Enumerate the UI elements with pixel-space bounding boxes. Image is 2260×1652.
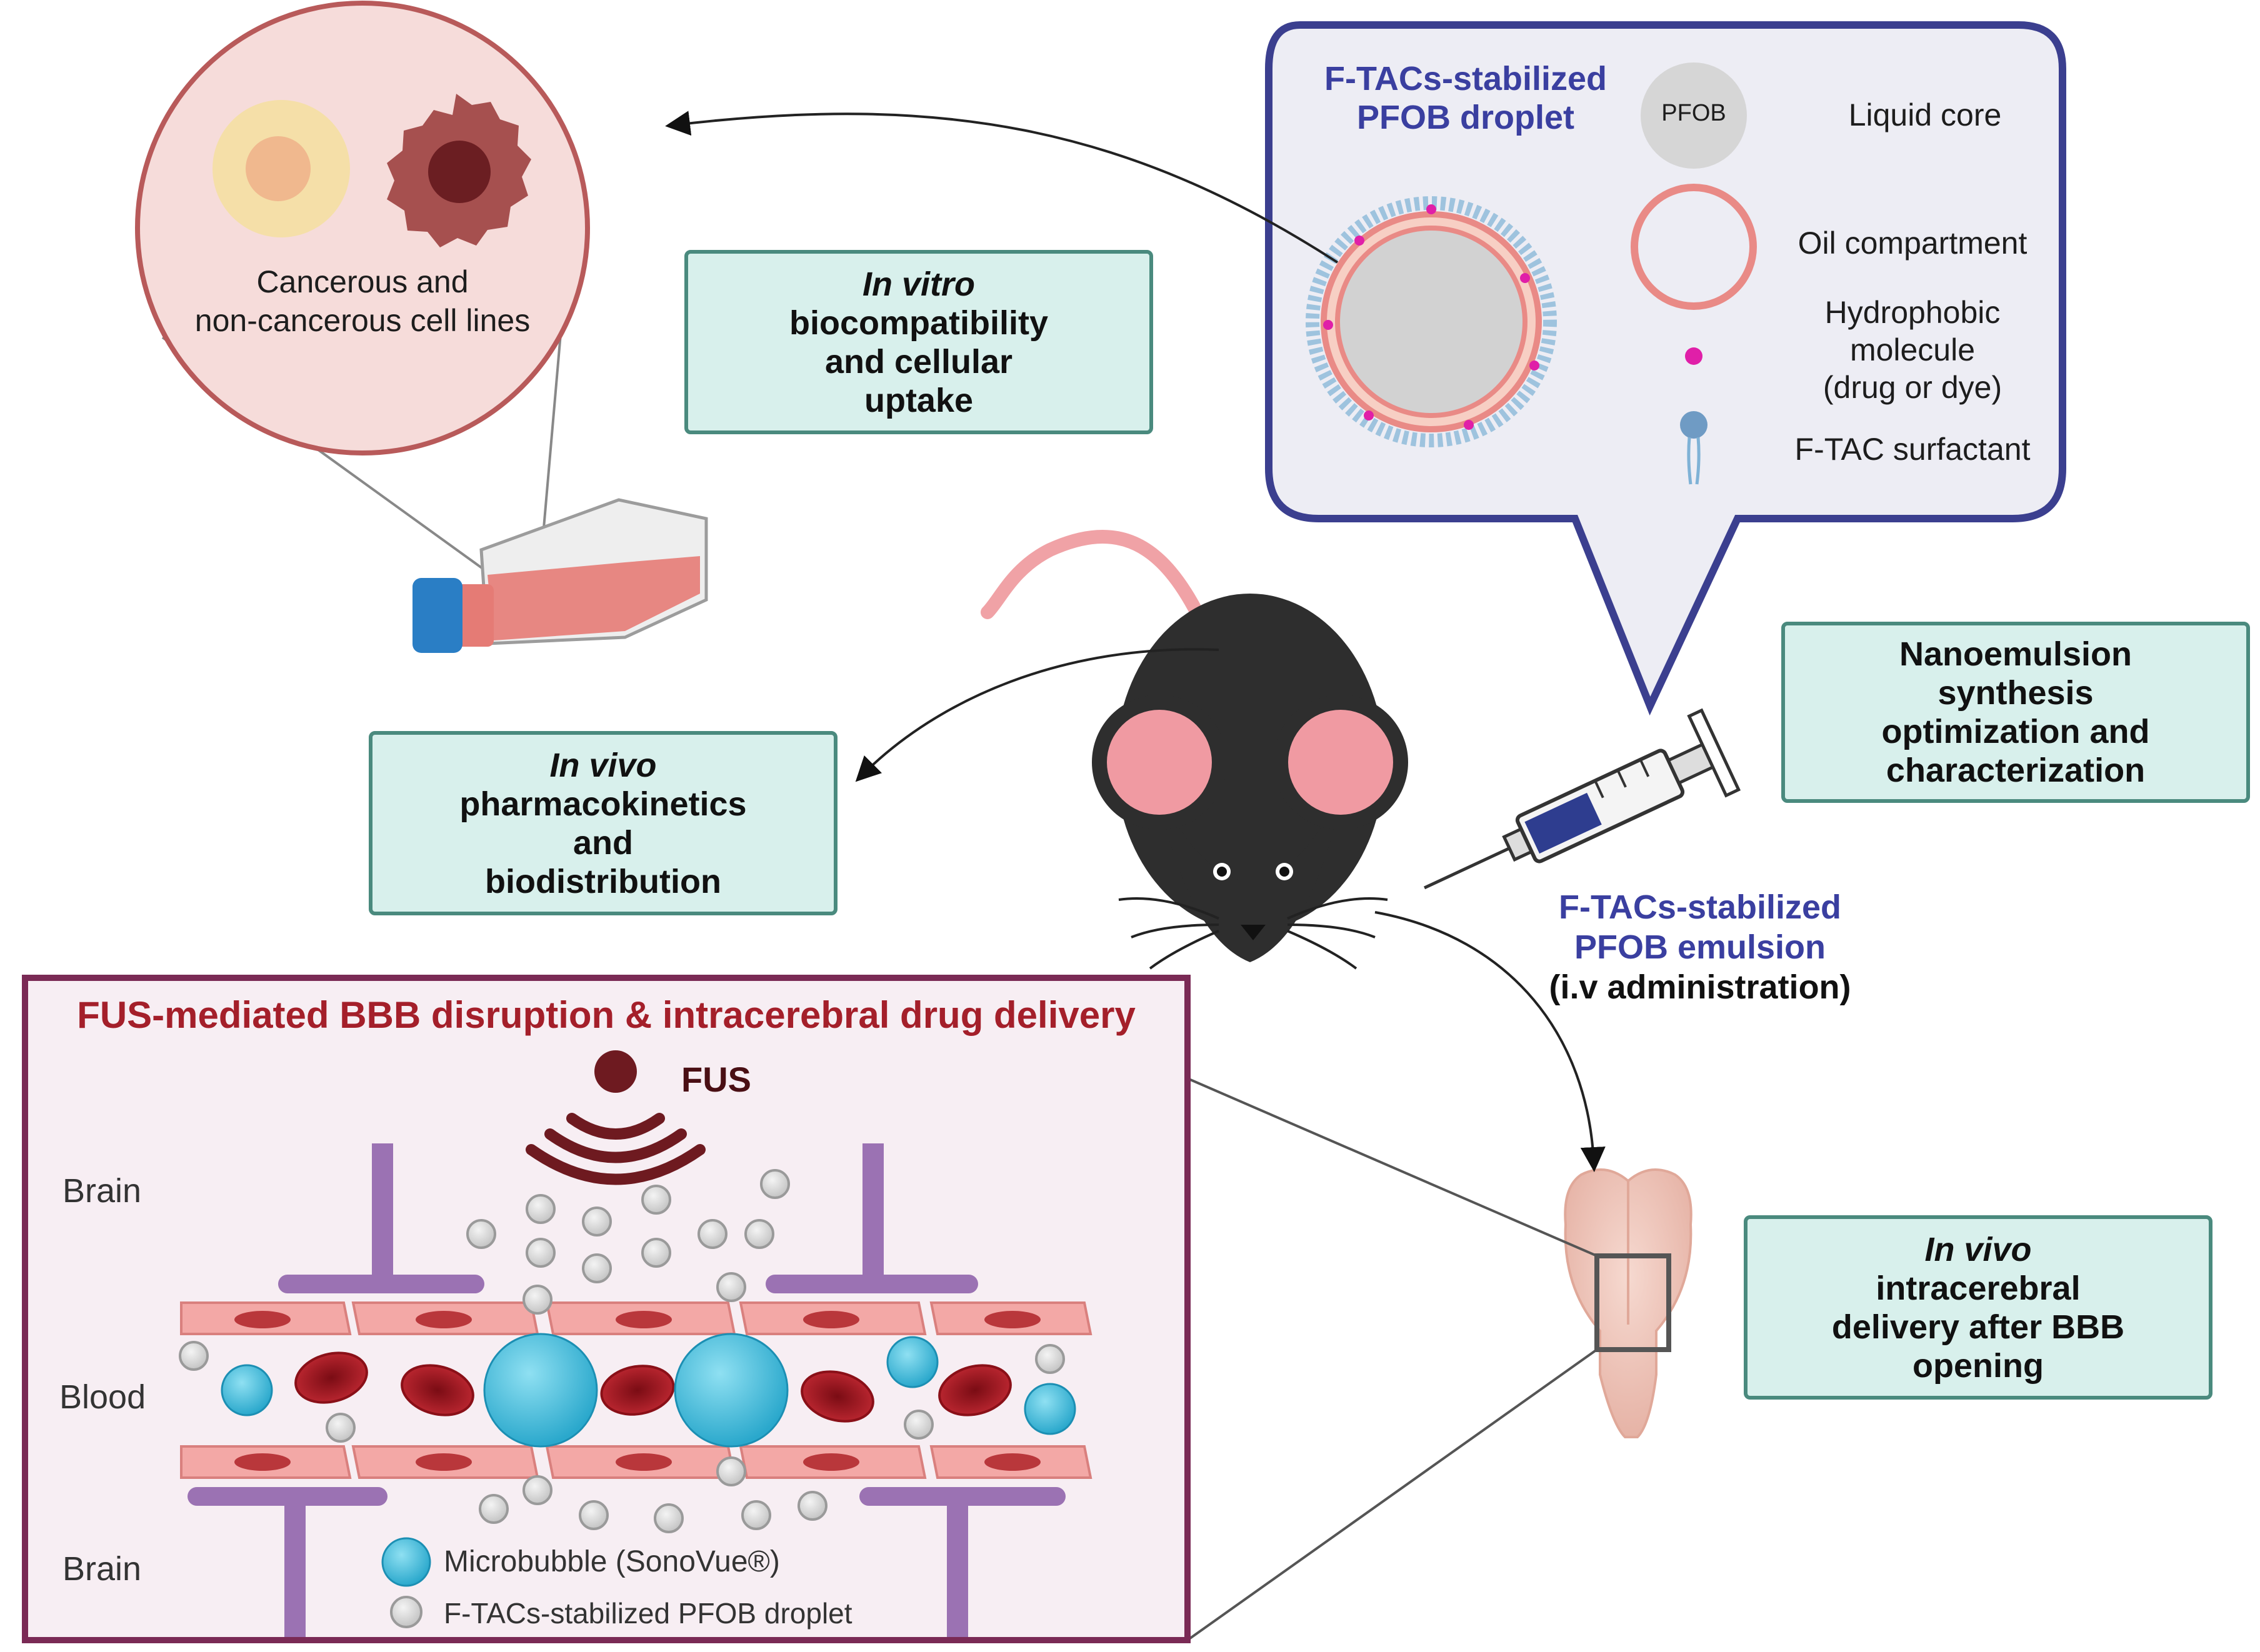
- brain-zoom-box: [1594, 1253, 1671, 1352]
- flask-cap-icon: [412, 578, 462, 653]
- in-vitro-italic: In vitro: [862, 265, 975, 303]
- astrocyte-feet-bottom: [188, 1487, 1066, 1637]
- nanoemulsion-line4: characterization: [1886, 752, 2146, 789]
- nanoemulsion-line2: synthesis: [1938, 674, 2094, 712]
- pfob-droplets: [179, 1169, 1065, 1628]
- droplet-illustration: [1306, 196, 1557, 447]
- legend-liquid-core: Liquid core: [1848, 97, 2002, 132]
- cells-circle: [135, 1, 590, 455]
- microbubbles: [221, 1333, 1076, 1587]
- endothelium-top: [180, 1301, 1092, 1335]
- mouse-illustration: [981, 530, 1408, 970]
- fus-label: FUS: [681, 1060, 751, 1099]
- speech-bubble-outline: [1265, 21, 2066, 716]
- pfob-core-label: PFOB: [1661, 100, 1726, 126]
- hydrophobic-line2: molecule: [1849, 332, 1976, 367]
- pfob-core-icon: [1641, 62, 1747, 169]
- nanoemulsion-line1: Nanoemulsion: [1899, 635, 2132, 673]
- arrow-to-brain: [1374, 911, 1606, 1172]
- cells-caption: Cancerous and non-cancerous cell lines: [162, 262, 562, 340]
- in-vivo-pk-italic: In vivo: [549, 746, 657, 784]
- nanoemulsion-box: Nanoemulsion synthesis optimization and …: [1781, 622, 2250, 803]
- cells-zoom: [135, 1, 590, 600]
- in-vivo-delivery-italic: In vivo: [1924, 1230, 2032, 1268]
- droplet-panel: [1265, 21, 2066, 716]
- legend-hydrophobic-molecule: Hydrophobic molecule (drug or dye): [1788, 294, 2038, 406]
- legend-microbubble-icon: [381, 1537, 431, 1587]
- brain-top-label: Brain: [62, 1172, 142, 1210]
- astrocyte-feet-top: [278, 1143, 978, 1293]
- arrow-to-in-vivo-pk: [855, 648, 1219, 782]
- syringe-illustration: [1423, 708, 1741, 890]
- in-vivo-pk-line3: and: [572, 824, 633, 862]
- in-vivo-pk-line4: biodistribution: [485, 862, 721, 900]
- brain-bottom-label: Brain: [62, 1550, 142, 1588]
- hydrophobic-line3: (drug or dye): [1822, 370, 2002, 405]
- in-vivo-delivery-box: In vivo intracerebral delivery after BBB…: [1744, 1215, 2212, 1400]
- emulsion-label: F-TACs-stabilized PFOB emulsion (i.v adm…: [1488, 887, 1912, 1007]
- in-vivo-delivery-line4: opening: [1912, 1346, 2044, 1385]
- oil-compartment-icon: [1631, 184, 1757, 310]
- in-vitro-box: In vitro biocompatibility and cellular u…: [684, 250, 1153, 434]
- fus-panel: [22, 975, 1191, 1643]
- hydrophobic-line1: Hydrophobic: [1824, 295, 2001, 330]
- legend-droplet-icon: [390, 1596, 422, 1628]
- emulsion-line1: F-TACs-stabilized: [1558, 888, 1841, 926]
- culture-flask: [412, 498, 708, 653]
- fus-transducer-icon: [594, 1050, 637, 1093]
- cells-caption-line1: Cancerous and: [256, 264, 469, 299]
- droplet-title-line2: PFOB droplet: [1357, 99, 1574, 136]
- in-vivo-pk-line2: pharmacokinetics: [459, 785, 747, 823]
- emulsion-line2: PFOB emulsion: [1574, 928, 1826, 966]
- blood-label: Blood: [59, 1378, 146, 1416]
- emulsion-line3: (i.v administration): [1549, 968, 1851, 1006]
- endothelium-bottom: [180, 1445, 1092, 1479]
- droplet-title: F-TACs-stabilized PFOB droplet: [1309, 59, 1622, 137]
- arrows: [665, 111, 1606, 1172]
- fus-panel-title: FUS-mediated BBB disruption & intracereb…: [77, 994, 1136, 1036]
- in-vivo-delivery-line2: intracerebral: [1876, 1269, 2081, 1307]
- red-blood-cells: [294, 1351, 1012, 1423]
- surfactant-icon: [1680, 411, 1708, 485]
- in-vivo-pk-box: In vivo pharmacokinetics and biodistribu…: [369, 731, 838, 915]
- legend-surfactant: F-TAC surfactant: [1794, 432, 2031, 467]
- in-vitro-line2: biocompatibility: [789, 304, 1049, 342]
- droplet-title-line1: F-TACs-stabilized: [1324, 60, 1607, 97]
- legend-oil-compartment: Oil compartment: [1798, 226, 2028, 261]
- hydrophobic-molecule-icon: [1685, 347, 1702, 365]
- in-vitro-line3: and cellular: [824, 342, 1013, 381]
- in-vivo-delivery-line3: delivery after BBB: [1831, 1308, 2125, 1346]
- fus-waves-icon: [526, 1113, 706, 1185]
- legend-droplet-label: F-TACs-stabilized PFOB droplet: [444, 1597, 852, 1630]
- arrow-to-in-vitro: [665, 111, 1339, 264]
- cells-caption-line2: non-cancerous cell lines: [194, 303, 531, 338]
- in-vitro-line4: uptake: [864, 381, 974, 419]
- legend-microbubble-label: Microbubble (SonoVue®): [444, 1545, 780, 1578]
- nanoemulsion-line3: optimization and: [1881, 713, 2150, 750]
